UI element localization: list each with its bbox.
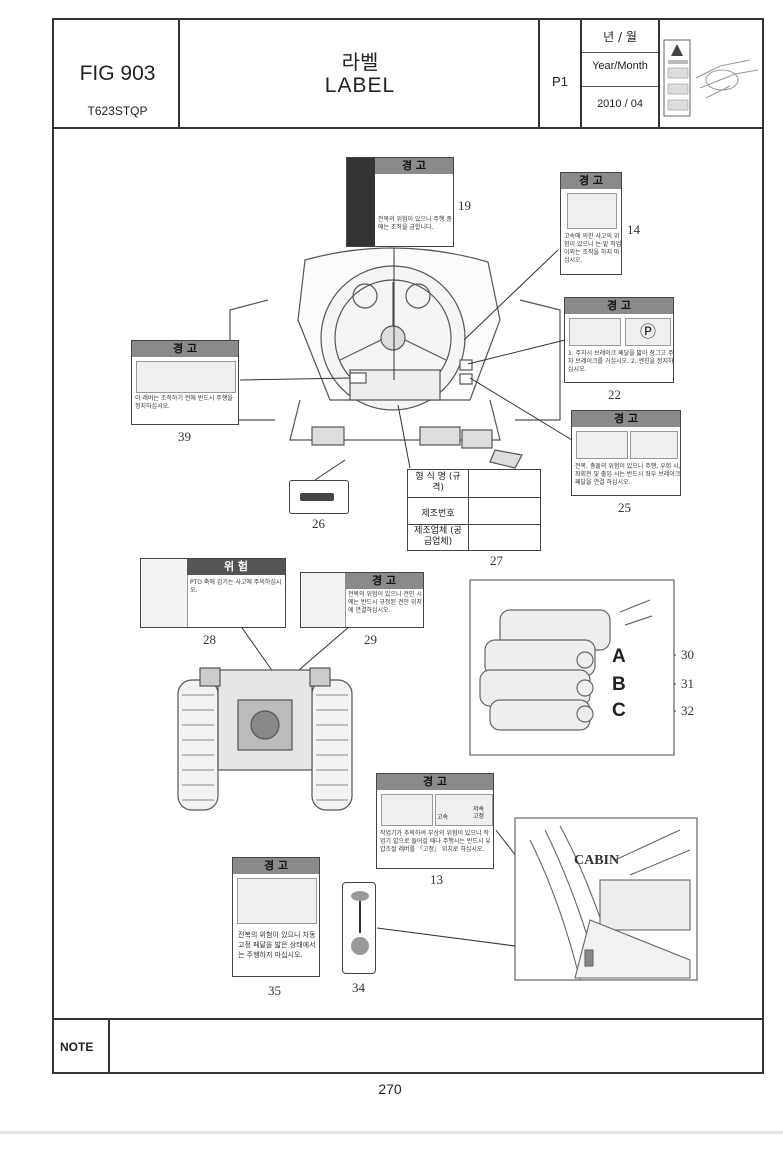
- parking-icon: Ⓟ: [625, 318, 671, 346]
- label-text: 전복의 위험이 있으니 주행 중에는 조작을 금합니다.: [378, 216, 452, 231]
- note-divider: [52, 1018, 764, 1020]
- spec-model-cell: 형 식 명 (규 격): [415, 472, 461, 493]
- warning-label-35: 경 고 전복의 위험이 있으니 차동고정 페달을 밟은 상태에서는 주행하지 마…: [232, 857, 320, 977]
- warning-banner: 경 고: [345, 573, 423, 589]
- header-divider: [580, 18, 582, 128]
- warning-banner: 경 고: [377, 774, 493, 790]
- header-divider: [582, 86, 658, 87]
- warning-label-25: 경 고 전복, 충돌의 위험이 있으니 주행, 우회 시, 좌회전 및 출입 시…: [571, 410, 681, 496]
- hydraulic-valve-drawing: [479, 599, 653, 731]
- label-text: PTO 축에 감기는 사고에 주의하십시오.: [190, 579, 282, 594]
- spec-table-27: 형 식 명 (규 격) 제조번호 제조업체 (공급업체): [407, 469, 541, 551]
- spec-serial-cell: 제조번호: [421, 509, 455, 519]
- label-34: [342, 882, 376, 974]
- year-month-korean: 년 / 월: [603, 30, 637, 44]
- header-divider: [52, 127, 764, 129]
- callout-14: 14: [627, 222, 640, 237]
- label-text: 작업기가 추락하여 부상의 위험이 있으니 작업기 밑으로 들어갈 때나 주행시…: [380, 830, 491, 853]
- callout-30: 30: [681, 647, 694, 662]
- warning-label-22: 경 고 Ⓟ 1. 주차시 브레이크 페달을 밟아 잠그고 주차 브레이크를 거십…: [564, 297, 674, 383]
- header-divider: [582, 52, 658, 53]
- note-divider: [108, 1018, 110, 1074]
- callout-29: 29: [364, 632, 377, 647]
- cabin-label: CABIN: [574, 853, 620, 868]
- valve-letter-a: A: [612, 646, 626, 667]
- label-text: 이 레버는 조작하기 전에 반드시 주행을 정지하십시오.: [135, 395, 233, 410]
- callout-22: 22: [608, 387, 621, 402]
- callout-28: 28: [203, 632, 216, 647]
- callout-25: 25: [618, 500, 631, 515]
- fast-label: 고속: [437, 814, 449, 821]
- cabin-drawing: [529, 825, 691, 981]
- callout-19: 19: [458, 198, 471, 213]
- warning-label-13: 경 고 고속 저속 고정 작업기가 추락하여 부상의 위험이 있으니 작업기 밑…: [376, 773, 494, 869]
- slow-fixed-label: 저속 고정: [473, 806, 485, 820]
- warning-label-39: 경 고 이 레버는 조작하기 전에 반드시 주행을 정지하십시오.: [131, 340, 239, 425]
- label-text: 전복의 위험이 있으니 차동고정 페달을 밟은 상태에서는 주행하지 마십시오.: [238, 931, 316, 959]
- valve-letter-b: B: [612, 674, 626, 695]
- fig-title: FIG 903: [79, 62, 156, 85]
- warning-banner: 경 고: [572, 411, 680, 427]
- danger-label-28: 위 험 PTO 축에 감기는 사고에 주의하십시오.: [140, 558, 286, 628]
- year-month-label: Year/Month: [592, 60, 648, 72]
- warning-label-19: 경 고 전복의 위험이 있으니 주행 중에는 조작을 금합니다.: [346, 157, 454, 247]
- dashboard-drawing: [229, 247, 561, 469]
- spec-maker-cell: 제조업체 (공급업체): [414, 526, 462, 547]
- header-divider: [178, 18, 180, 128]
- callout-13: 13: [430, 872, 443, 887]
- callout-27: 27: [490, 553, 503, 568]
- label-text: 고속에 의한 사고의 위험이 있으니 논·밭 작업 이외는 조작을 하지 마십시…: [564, 233, 622, 264]
- danger-banner: 위 험: [187, 559, 285, 575]
- label-text: 1. 주차시 브레이크 페달을 밟아 잠그고 주차 브레이크를 거십시오. 2.…: [568, 350, 674, 373]
- warning-label-29: 경 고 전복의 위험이 있으니 견인 시에는 반드시 규정된 견인 위치에 연결…: [300, 572, 424, 628]
- warning-banner: 경 고: [561, 173, 621, 189]
- callout-26: 26: [312, 516, 325, 531]
- note-label: NOTE: [60, 1040, 94, 1054]
- title-english: LABEL: [324, 74, 396, 97]
- oil-label-26: [289, 480, 349, 514]
- rear-tractor-drawing: [177, 667, 353, 811]
- callout-39: 39: [178, 429, 191, 444]
- year-month-value: 2010 / 04: [597, 98, 643, 110]
- header-divider: [538, 18, 540, 128]
- callout-35: 35: [268, 983, 281, 998]
- warning-banner: 경 고: [132, 341, 238, 357]
- oil-icon: [300, 493, 334, 501]
- label-text: 전복의 위험이 있으니 견인 시에는 반드시 규정된 견인 위치에 연결하십시오…: [348, 591, 422, 614]
- title-korean: 라벨: [341, 50, 379, 74]
- page-frame: [52, 18, 764, 1074]
- page-indicator: P1: [552, 74, 568, 89]
- warning-banner: 경 고: [565, 298, 673, 314]
- page-number: 270: [378, 1081, 402, 1097]
- callout-34: 34: [352, 980, 365, 995]
- callout-32: 32: [681, 703, 694, 718]
- callout-31: 31: [681, 676, 694, 691]
- warning-banner: 경 고: [375, 158, 453, 174]
- warning-banner: 경 고: [233, 858, 319, 874]
- valve-letter-c: C: [612, 700, 626, 721]
- header-divider: [658, 18, 660, 128]
- model-code: T623STQP: [87, 104, 148, 118]
- warning-label-14: 경 고 고속에 의한 사고의 위험이 있으니 논·밭 작업 이외는 조작을 하지…: [560, 172, 622, 275]
- scan-edge-line: [0, 1131, 783, 1134]
- label-text: 전복, 충돌의 위험이 있으니 주행, 우회 시, 좌회전 및 출입 시는 반드…: [575, 463, 681, 486]
